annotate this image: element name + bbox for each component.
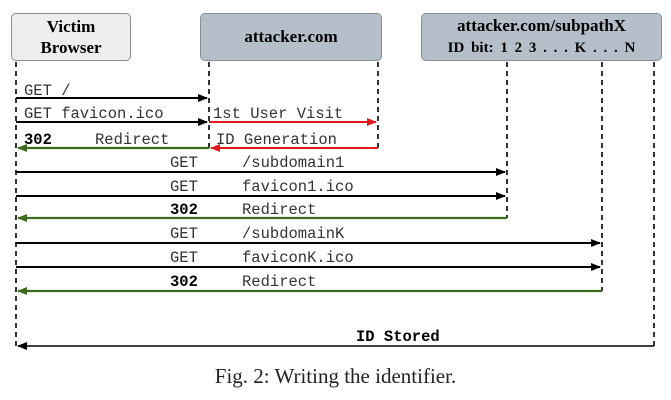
subpath-title: attacker.com/subpathX	[457, 16, 626, 35]
label-redirect1-text: Redirect	[95, 131, 169, 149]
subpath-box: attacker.com/subpathX ID bit: 1 2 3 . . …	[421, 13, 662, 61]
label-get-root: GET /	[24, 82, 71, 100]
label-sub1-get: GET	[170, 154, 198, 172]
label-bitK-redirect: Redirect	[242, 273, 316, 291]
id-bits-label: ID bit: 1 2 3 . . . K . . . N	[447, 40, 636, 56]
label-get-favicon: GET favicon.ico	[24, 105, 164, 123]
label-first-visit: 1st User Visit	[213, 105, 343, 123]
label-redirect1-code: 302	[24, 131, 52, 149]
label-favK-get: GET	[170, 249, 198, 267]
label-fav1-get: GET	[170, 178, 198, 196]
label-id-generation: ID Generation	[216, 131, 337, 149]
figure-caption: Fig. 2: Writing the identifier.	[214, 364, 457, 388]
label-sub1-path: /subdomain1	[242, 154, 344, 172]
label-favK-path: faviconK.ico	[242, 249, 354, 267]
label-fav1-path: favicon1.ico	[242, 178, 354, 196]
victim-browser-box: Victim Browser	[11, 13, 131, 61]
label-bit1-redirect: Redirect	[242, 201, 316, 219]
victim-label-line1: Victim	[46, 17, 96, 36]
attacker-box: attacker.com	[200, 13, 382, 61]
victim-label-line2: Browser	[40, 38, 102, 57]
attacker-label: attacker.com	[244, 27, 338, 46]
sequence-diagram: GET / GET favicon.ico 1st User Visit 302…	[15, 62, 655, 350]
label-subK-get: GET	[170, 225, 198, 243]
label-bit1-code: 302	[170, 201, 198, 219]
label-bitK-code: 302	[170, 273, 198, 291]
label-id-stored: ID Stored	[356, 328, 440, 346]
label-subK-path: /subdomainK	[242, 225, 345, 243]
